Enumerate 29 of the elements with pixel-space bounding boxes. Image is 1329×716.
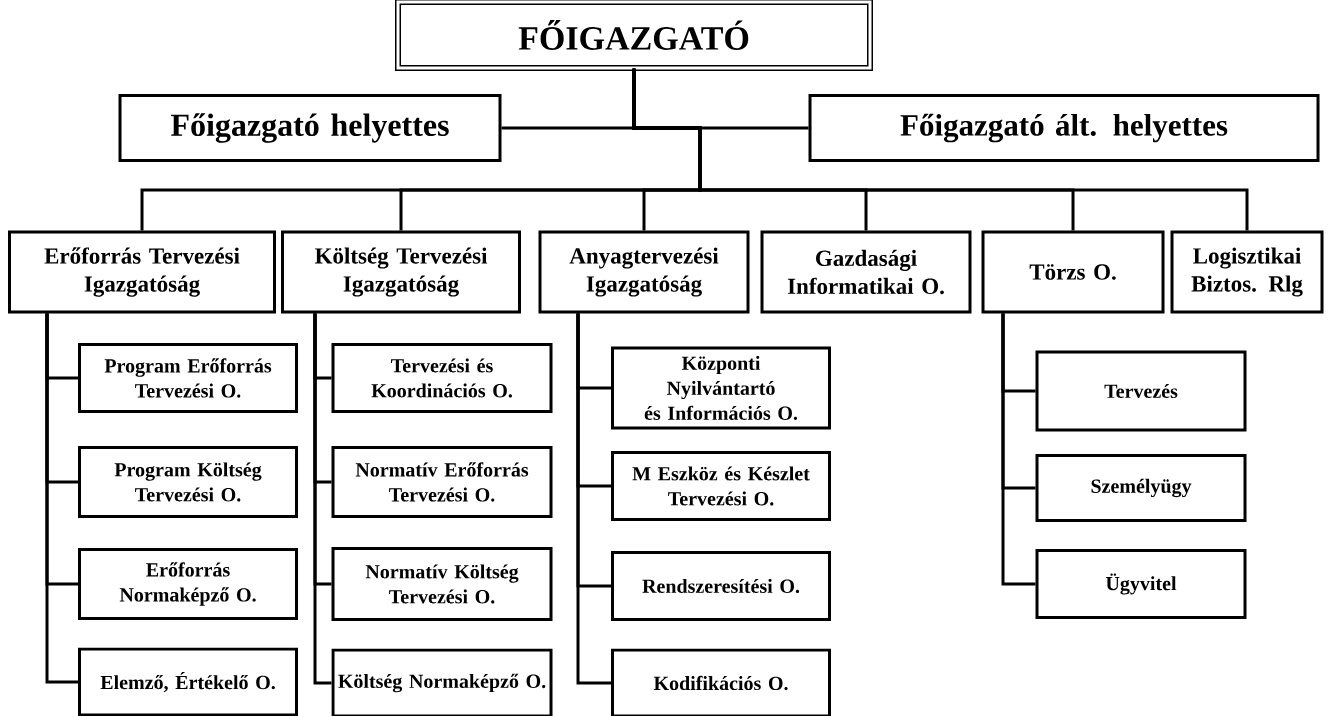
department-box: Személyügy xyxy=(1035,454,1247,522)
connector-line xyxy=(1001,313,1036,586)
department-box: Kodifikációs O. xyxy=(611,648,831,716)
directorate-box: Anyagtervezési Igazgatóság xyxy=(538,230,750,314)
department-box: Erőforrás Normaképző O. xyxy=(78,548,298,620)
directorate-box: Logisztikai Biztos. Rlg xyxy=(1170,230,1324,314)
department-box: Tervezés xyxy=(1035,350,1247,432)
department-box: Normatív Költség Tervezési O. xyxy=(331,547,553,621)
department-box: Tervezési és Koordinációs O. xyxy=(331,343,553,413)
connector-line xyxy=(45,313,78,684)
department-box: Normatív Erőforrás Tervezési O. xyxy=(331,446,553,518)
department-box: Program Költség Tervezési O. xyxy=(78,446,298,518)
connector-line xyxy=(576,313,611,685)
title-box: FŐIGAZGATÓ xyxy=(395,0,873,71)
department-box: Elemző, Értékelő O. xyxy=(78,647,298,716)
department-box: M Eszköz és Készlet Tervezési O. xyxy=(611,451,831,521)
department-box: Ügyvitel xyxy=(1035,549,1247,619)
directorate-box: Erőforrás Tervezési Igazgatóság xyxy=(8,230,276,314)
department-box: Költség Normaképző O. xyxy=(331,648,553,716)
directorate-box: Törzs O. xyxy=(981,230,1165,314)
connector-line xyxy=(313,313,332,685)
directorate-box: Költség Tervezési Igazgatóság xyxy=(281,230,521,314)
department-box: Központi Nyilvántartó és Információs O. xyxy=(611,346,831,430)
department-box: Program Erőforrás Tervezési O. xyxy=(78,343,298,413)
deputy-box: Főigazgató ált. helyettes xyxy=(808,94,1320,162)
department-box: Rendszeresítési O. xyxy=(611,551,831,621)
deputy-box: Főigazgató helyettes xyxy=(118,94,502,162)
directorate-box: Gazdasági Informatikai O. xyxy=(760,230,972,314)
connector-line xyxy=(632,68,1249,231)
